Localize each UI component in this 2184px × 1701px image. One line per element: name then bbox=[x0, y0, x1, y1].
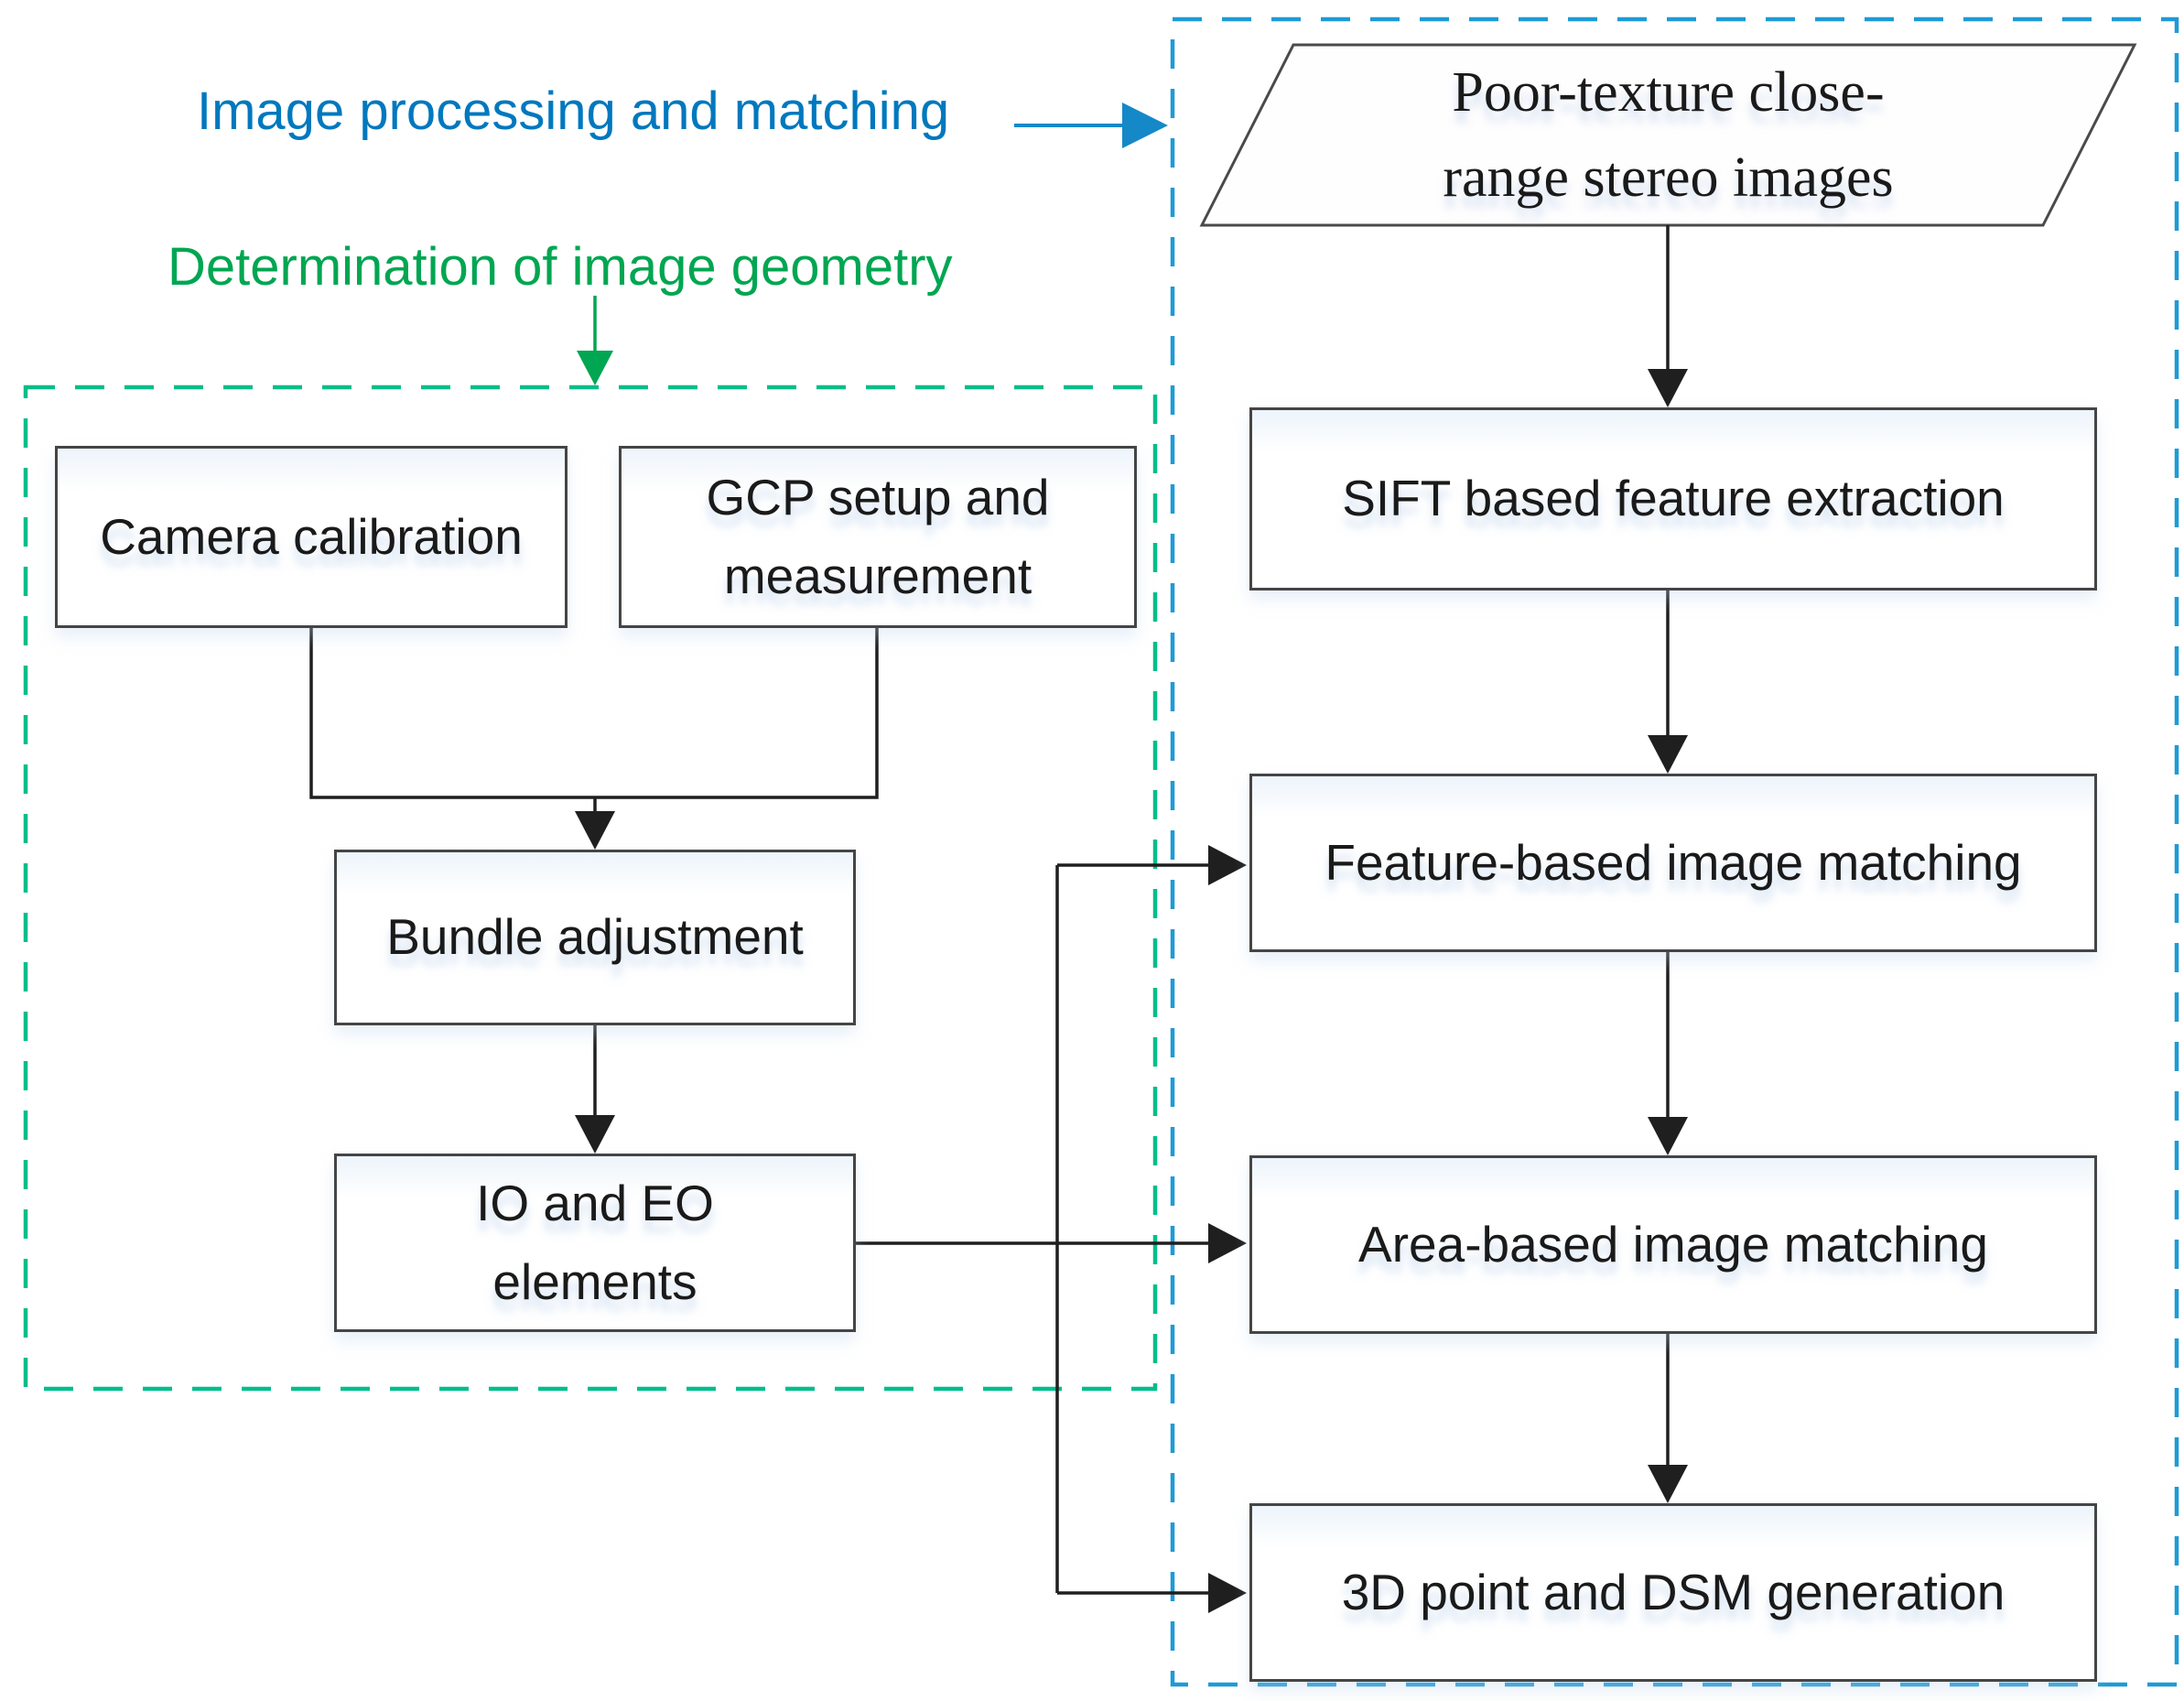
green-annotation-arrowhead-icon bbox=[577, 351, 613, 385]
stereo-images-parallelogram bbox=[1199, 43, 2137, 227]
box-gcp-setup: GCP setup and measurement bbox=[619, 446, 1137, 628]
arrowhead-to-bundle bbox=[575, 811, 615, 850]
box-io-eo-elements: IO and EO elements bbox=[334, 1154, 856, 1332]
arrowhead-to-area bbox=[1208, 1223, 1247, 1263]
arrowhead-to-feature bbox=[1208, 845, 1247, 885]
arrowhead-area-to-dsm bbox=[1648, 1465, 1688, 1503]
box-camera-calibration: Camera calibration bbox=[55, 446, 568, 628]
box-bundle-adjustment: Bundle adjustment bbox=[334, 850, 856, 1025]
arrowhead-to-dsm bbox=[1208, 1573, 1247, 1613]
matching-group-border bbox=[1170, 16, 2179, 1687]
box-feature-matching: Feature-based image matching bbox=[1249, 774, 2097, 952]
connector-merge-calibration-gcp bbox=[309, 628, 879, 799]
geometry-label: Determination of image geometry bbox=[168, 237, 953, 297]
box-sift-extraction: SIFT based feature extraction bbox=[1249, 407, 2097, 590]
arrowhead-sift-to-feature bbox=[1648, 735, 1688, 774]
box-dsm-generation: 3D point and DSM generation bbox=[1249, 1503, 2097, 1682]
arrowhead-to-sift bbox=[1648, 369, 1688, 407]
arrowhead-to-ioeo bbox=[575, 1115, 615, 1154]
stereo-images-label: Poor-texture close- range stereo images bbox=[1443, 60, 1894, 209]
blue-annotation-arrowhead-icon bbox=[1122, 103, 1168, 148]
arrowhead-feature-to-area bbox=[1648, 1117, 1688, 1155]
geometry-group-border bbox=[23, 385, 1158, 1392]
box-area-matching: Area-based image matching bbox=[1249, 1155, 2097, 1334]
image-processing-label: Image processing and matching bbox=[197, 81, 950, 141]
